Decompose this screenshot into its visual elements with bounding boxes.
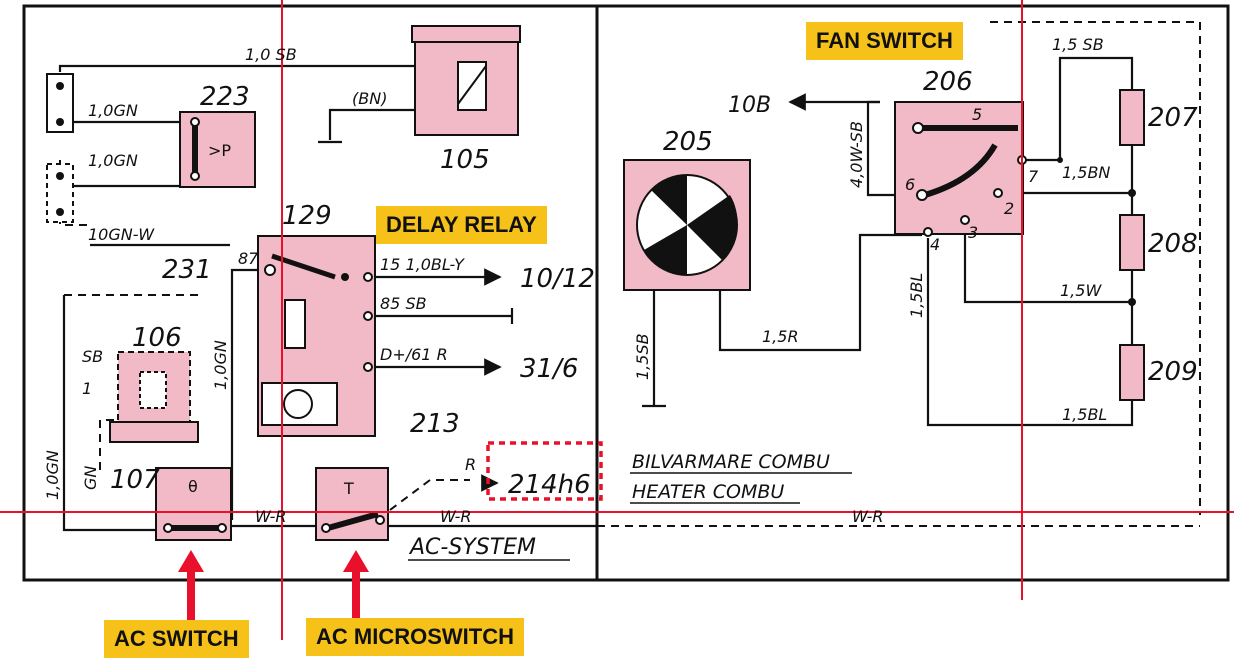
wire-sb-106: SB xyxy=(82,347,103,366)
wire-1-0-gn-b: 1,0GN xyxy=(88,151,138,170)
pin-87: 87 xyxy=(238,249,259,268)
component-223 xyxy=(179,111,256,188)
resistor-209 xyxy=(1119,344,1145,401)
red-guides xyxy=(0,0,1234,640)
wire-1-5-r: 1,5R xyxy=(762,327,799,346)
wire-1-0-sb: 1,0 SB xyxy=(245,45,297,64)
callout-delay-relay: DELAY RELAY xyxy=(376,206,547,244)
wire-1-0-gn-vertical: 1,0GN xyxy=(211,340,230,390)
label-gt-p: >P xyxy=(208,141,231,160)
arrow-ac-microswitch xyxy=(343,550,369,620)
label-231: 231 xyxy=(162,255,212,285)
wire-w-r-2: W-R xyxy=(440,507,471,526)
wire-r: R xyxy=(465,455,476,474)
wire-1-5-w: 1,5W xyxy=(1060,281,1102,300)
wire-15-bl-y: 15 1,0BL-Y xyxy=(380,255,465,274)
label-105: 105 xyxy=(440,145,490,175)
note-bilvarmare: BILVARMARE COMBU xyxy=(632,451,830,473)
label-207: 207 xyxy=(1148,103,1198,133)
wire-1-5-bl-bottom: 1,5BL xyxy=(1062,405,1107,424)
wire-w-r-3: W-R xyxy=(852,507,883,526)
wire-1-0-gn-a: 1,0GN xyxy=(88,101,138,120)
highlight-box-214 xyxy=(486,441,603,501)
label-213: 213 xyxy=(410,409,460,439)
label-theta: θ xyxy=(188,477,198,496)
diagram-frame xyxy=(22,4,1230,582)
component-107 xyxy=(155,467,232,541)
dest-214: 214h6 xyxy=(508,470,591,500)
component-205-fan xyxy=(623,159,751,291)
component-129 xyxy=(257,235,376,437)
wire-d61-r: D+/61 R xyxy=(380,345,448,364)
dest-31-6: 31/6 xyxy=(520,354,578,384)
label-209: 209 xyxy=(1148,357,1198,387)
callout-ac-switch: AC SWITCH xyxy=(104,620,249,658)
note-heater: HEATER COMBU xyxy=(632,481,784,503)
wire-gn: GN xyxy=(81,466,100,490)
wire-bn: (BN) xyxy=(352,89,387,108)
pin-1-106: 1 xyxy=(82,379,92,398)
wire-1-5-sb-vertical: 1,5SB xyxy=(633,333,652,380)
component-213 xyxy=(315,467,389,541)
wire-85-sb: 85 SB xyxy=(380,294,427,313)
resistor-207 xyxy=(1119,89,1145,146)
resistor-208 xyxy=(1119,214,1145,271)
label-106: 106 xyxy=(132,323,182,353)
label-205: 205 xyxy=(663,127,713,157)
dest-10b: 10B xyxy=(728,93,771,118)
label-t: T xyxy=(343,479,354,498)
label-208: 208 xyxy=(1148,229,1198,259)
wire-w-r-1: W-R xyxy=(255,507,286,526)
arrow-ac-switch xyxy=(178,550,204,620)
wire-1-0-gn-left: 1,0GN xyxy=(43,450,62,500)
callout-ac-microswitch: AC MICROSWITCH xyxy=(306,618,524,656)
component-105 xyxy=(411,25,521,136)
wire-1-5-sb-top: 1,5 SB xyxy=(1052,35,1104,54)
callout-fan-switch: FAN SWITCH xyxy=(806,22,963,60)
pin-6: 6 xyxy=(905,175,915,194)
label-206: 206 xyxy=(923,67,973,97)
wire-4-0-w-sb: 4,0W-SB xyxy=(847,121,866,188)
pin-7: 7 xyxy=(1028,167,1039,186)
note-ac-system: AC-SYSTEM xyxy=(408,535,536,560)
pin-4: 4 xyxy=(930,235,940,254)
component-206 xyxy=(894,101,1027,237)
pin-3: 3 xyxy=(968,223,978,242)
wire-10gn-w: 10GN-W xyxy=(88,225,155,244)
label-223: 223 xyxy=(200,82,250,112)
pin-2: 2 xyxy=(1004,199,1014,218)
pin-5: 5 xyxy=(972,105,982,124)
label-129: 129 xyxy=(282,201,332,231)
label-107: 107 xyxy=(110,465,160,495)
component-106 xyxy=(109,351,199,443)
dest-10-12: 10/12 xyxy=(520,264,595,294)
wire-1-5-bn: 1,5BN xyxy=(1062,163,1110,182)
wire-1-5-bl-vertical: 1,5BL xyxy=(907,273,926,318)
